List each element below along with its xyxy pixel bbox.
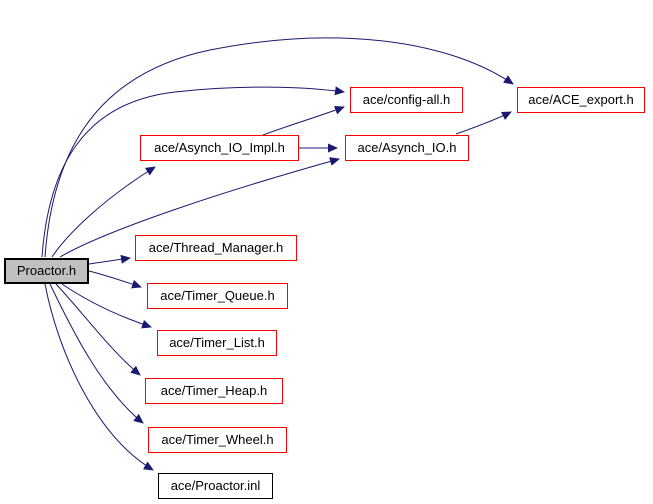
node-thread-manager-h[interactable]: ace/Thread_Manager.h [135,235,297,261]
node-timer-heap-h[interactable]: ace/Timer_Heap.h [145,378,283,404]
edge-proactor-to-asynch-io [59,157,340,258]
edge-proactor-to-config-all [41,86,345,258]
edge-proactor-to-thread-manager [88,254,131,265]
edge-proactor-to-asynch-io-impl [51,166,156,258]
edge-asynch-io-to-ace-export [455,111,512,135]
node-proactor-inl: ace/Proactor.inl [158,473,273,499]
edge-proactor-to-proactor-inl [44,283,154,471]
node-timer-wheel-h[interactable]: ace/Timer_Wheel.h [148,427,287,453]
edge-asynch-io-impl-to-config-all [262,105,345,136]
edge-proactor-to-timer-wheel [49,283,144,424]
node-asynch-io-h[interactable]: ace/Asynch_IO.h [345,135,469,161]
node-proactor-h: Proactor.h [4,258,89,284]
node-timer-queue-h[interactable]: ace/Timer_Queue.h [147,283,288,309]
node-timer-list-h[interactable]: ace/Timer_List.h [157,330,277,356]
edge-proactor-to-timer-queue [88,270,142,289]
edge-proactor-to-ace-export [44,37,514,258]
node-config-all-h[interactable]: ace/config-all.h [350,87,463,113]
edge-proactor-to-timer-heap [55,283,141,376]
node-asynch-io-impl-h[interactable]: ace/Asynch_IO_Impl.h [140,135,299,161]
edge-proactor-to-timer-list [61,283,152,329]
node-ace-export-h[interactable]: ace/ACE_export.h [517,87,645,113]
